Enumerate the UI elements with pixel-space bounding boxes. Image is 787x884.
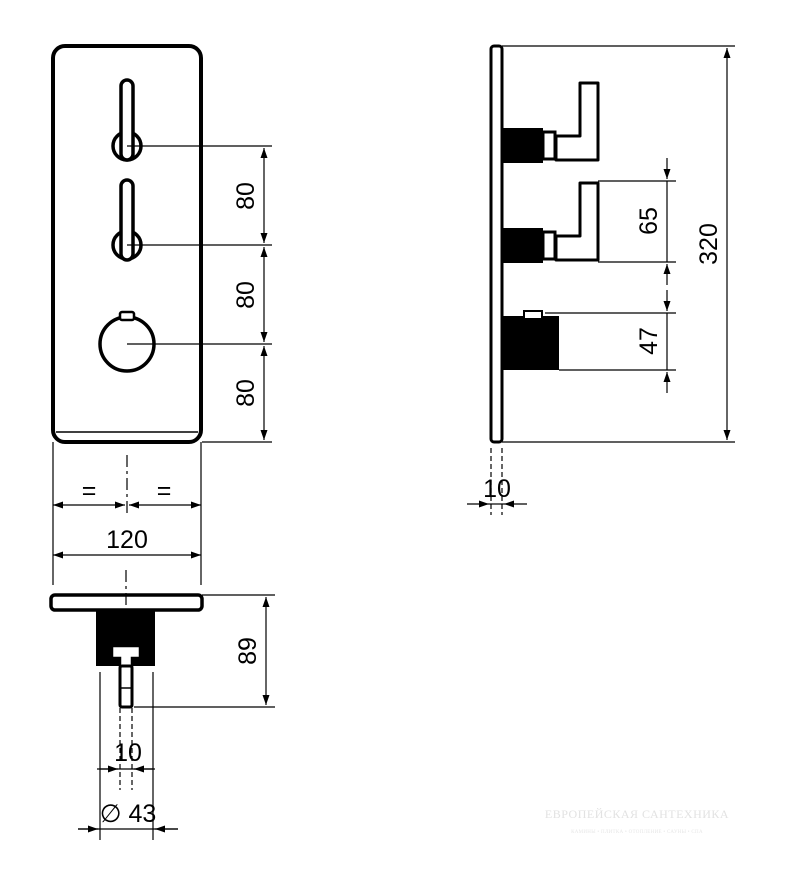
top-view: 89 10 ∅ 43 [49, 570, 275, 840]
dim-total-height: 320 [695, 223, 723, 265]
dim-spacing-1: 80 [232, 182, 260, 210]
dim-depth: 89 [234, 637, 262, 665]
dim-spacing-2: 80 [232, 281, 260, 309]
watermark: ЕВРОПЕЙСКАЯ САНТЕХНИКА КАМИНЫ • ПЛИТКА •… [545, 807, 729, 835]
dim-width: 120 [106, 526, 148, 554]
cover-plate-side [489, 44, 504, 444]
dim-knob-height: 47 [635, 327, 663, 355]
dim-equal-right: = [157, 477, 172, 505]
side-lever-1 [503, 81, 600, 163]
dim-handle-height: 65 [635, 207, 663, 235]
watermark-tagline: КАМИНЫ • ПЛИТКА • ОТОПЛЕНИЕ • САУНЫ • СП… [571, 830, 703, 835]
horizontal-dimension-lines [52, 442, 202, 585]
front-view: 80 80 80 = = 120 [51, 44, 272, 585]
top-dimension-lines [78, 570, 275, 840]
side-view: 65 47 320 10 [467, 44, 735, 515]
dim-stem-width: 10 [114, 739, 142, 767]
dim-equal-left: = [82, 477, 97, 505]
dim-plate-thickness: 10 [483, 475, 511, 503]
front-extension-lines [127, 145, 272, 443]
watermark-name: ЕВРОПЕЙСКАЯ САНТЕХНИКА [545, 807, 729, 821]
side-knob [503, 310, 559, 370]
side-dimension-lines [467, 45, 735, 515]
dim-body-diameter: ∅ 43 [100, 800, 157, 828]
side-lever-2 [503, 181, 600, 263]
dim-spacing-3: 80 [232, 379, 260, 407]
stem-top [118, 664, 134, 709]
